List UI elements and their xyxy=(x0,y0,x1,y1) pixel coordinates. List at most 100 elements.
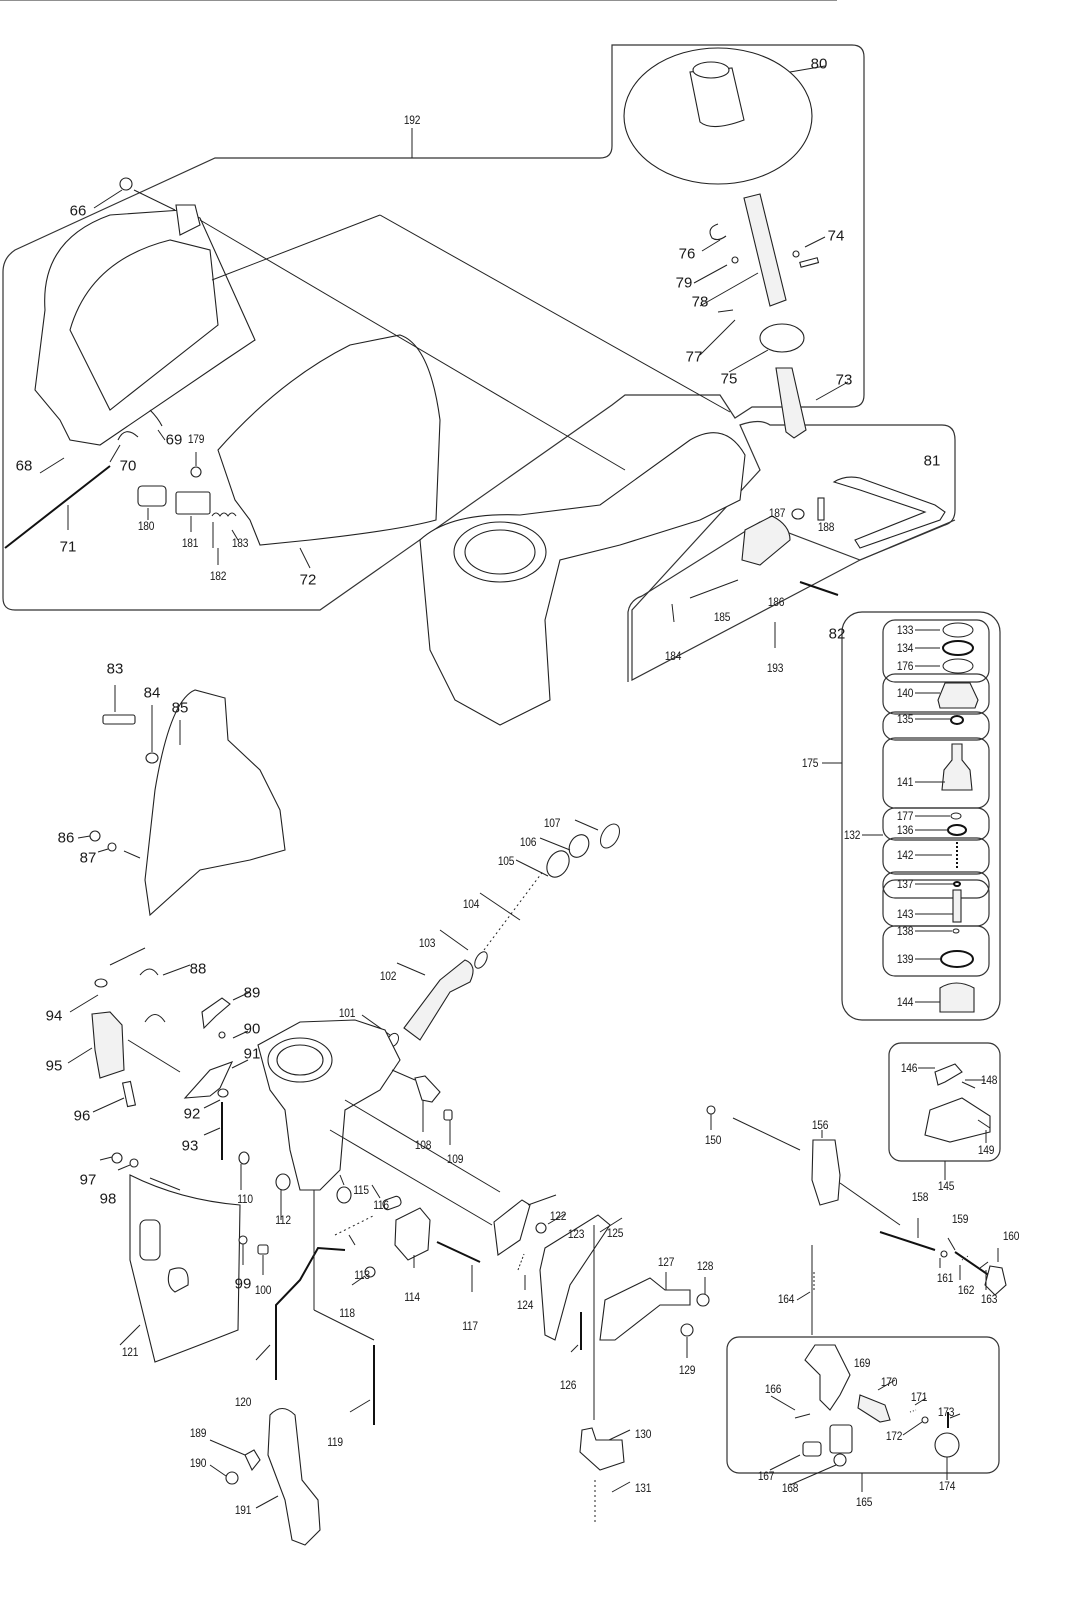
part-83-bolt xyxy=(102,714,136,725)
part-123 xyxy=(535,1222,547,1234)
part-105 xyxy=(546,850,570,878)
label-112: 112 xyxy=(275,1213,291,1227)
label-165: 165 xyxy=(855,1495,873,1509)
part-146 xyxy=(934,1063,963,1086)
part-114 xyxy=(394,1207,431,1261)
label-188: 188 xyxy=(817,520,835,534)
label-179: 179 xyxy=(187,432,205,446)
part-176 xyxy=(942,658,974,674)
label-79: 79 xyxy=(675,274,693,292)
part-103 xyxy=(474,951,488,969)
label-128: 128 xyxy=(696,1259,714,1273)
part-162 xyxy=(961,1255,969,1261)
label-145: 145 xyxy=(937,1179,955,1193)
label-123: 123 xyxy=(567,1227,585,1241)
part-97 xyxy=(111,1152,123,1164)
part-184-pin xyxy=(671,603,675,623)
label-84: 84 xyxy=(143,684,161,702)
label-140: 140 xyxy=(896,686,914,700)
part-166 xyxy=(794,1413,811,1419)
label-120: 120 xyxy=(234,1395,252,1409)
part-127 xyxy=(599,1277,691,1341)
label-169: 169 xyxy=(853,1356,871,1370)
label-69: 69 xyxy=(165,431,183,449)
group-frame-165 xyxy=(726,1336,1000,1474)
label-193: 193 xyxy=(766,661,784,675)
label-187: 187 xyxy=(768,506,786,520)
part-150 xyxy=(706,1105,716,1115)
label-174: 174 xyxy=(938,1479,956,1493)
label-88: 88 xyxy=(189,960,207,978)
label-99: 99 xyxy=(234,1275,252,1293)
label-171: 171 xyxy=(910,1390,928,1404)
part-72-cover xyxy=(217,334,441,546)
part-189 xyxy=(244,1449,261,1472)
label-182: 182 xyxy=(209,569,227,583)
part-115 xyxy=(336,1186,352,1204)
label-103: 103 xyxy=(418,936,436,950)
part-172 xyxy=(921,1416,929,1424)
label-114: 114 xyxy=(404,1290,420,1304)
label-121: 121 xyxy=(121,1345,139,1359)
label-125: 125 xyxy=(606,1226,624,1240)
part-190 xyxy=(225,1471,239,1485)
label-107: 107 xyxy=(543,816,561,830)
part-170 xyxy=(857,1394,891,1423)
part-140 xyxy=(937,682,979,709)
part-143 xyxy=(952,889,962,923)
label-86: 86 xyxy=(57,829,75,847)
part-174 xyxy=(934,1432,960,1458)
label-81: 81 xyxy=(923,452,941,470)
part-110 xyxy=(238,1151,250,1165)
label-102: 102 xyxy=(379,969,397,983)
part-158-pin xyxy=(879,1231,936,1251)
part-191 xyxy=(267,1407,321,1546)
label-133: 133 xyxy=(896,623,914,637)
part-108 xyxy=(414,1075,441,1103)
label-185: 185 xyxy=(713,610,731,624)
label-138: 138 xyxy=(896,924,914,938)
part-129 xyxy=(680,1323,694,1337)
label-115: 115 xyxy=(353,1183,369,1197)
part-137 xyxy=(953,881,961,887)
label-139: 139 xyxy=(896,952,914,966)
part-169 xyxy=(804,1344,851,1411)
label-95: 95 xyxy=(45,1057,63,1075)
label-135: 135 xyxy=(896,712,914,726)
part-144 xyxy=(939,982,975,1013)
part-112 xyxy=(275,1173,291,1191)
part-82-bolt xyxy=(799,581,839,596)
part-187 xyxy=(791,508,805,520)
part-66-nut xyxy=(119,177,133,191)
part-86 xyxy=(89,830,101,842)
label-110: 110 xyxy=(237,1192,253,1206)
part-107 xyxy=(600,823,620,849)
part-87 xyxy=(107,842,117,852)
label-75: 75 xyxy=(720,370,738,388)
label-156: 156 xyxy=(811,1118,829,1132)
part-125 xyxy=(539,1214,611,1341)
part-138 xyxy=(952,928,960,934)
part-128 xyxy=(696,1293,710,1307)
label-180: 180 xyxy=(137,519,155,533)
label-74: 74 xyxy=(827,227,845,245)
label-131: 131 xyxy=(634,1481,652,1495)
label-93: 93 xyxy=(181,1137,199,1155)
part-122 xyxy=(493,1199,531,1256)
label-137: 137 xyxy=(896,877,914,891)
part-156 xyxy=(811,1139,841,1206)
label-175: 175 xyxy=(801,756,819,770)
label-191: 191 xyxy=(234,1503,252,1517)
label-119: 119 xyxy=(327,1435,343,1449)
part-181 xyxy=(175,491,211,515)
part-183-spring xyxy=(211,512,237,517)
part-71-rod xyxy=(4,465,111,549)
part-141 xyxy=(941,743,973,791)
label-70: 70 xyxy=(119,457,137,475)
label-106: 106 xyxy=(519,835,537,849)
label-149: 149 xyxy=(977,1143,995,1157)
part-88-spring xyxy=(139,968,166,1023)
label-129: 129 xyxy=(678,1363,696,1377)
part-100 xyxy=(257,1244,269,1255)
